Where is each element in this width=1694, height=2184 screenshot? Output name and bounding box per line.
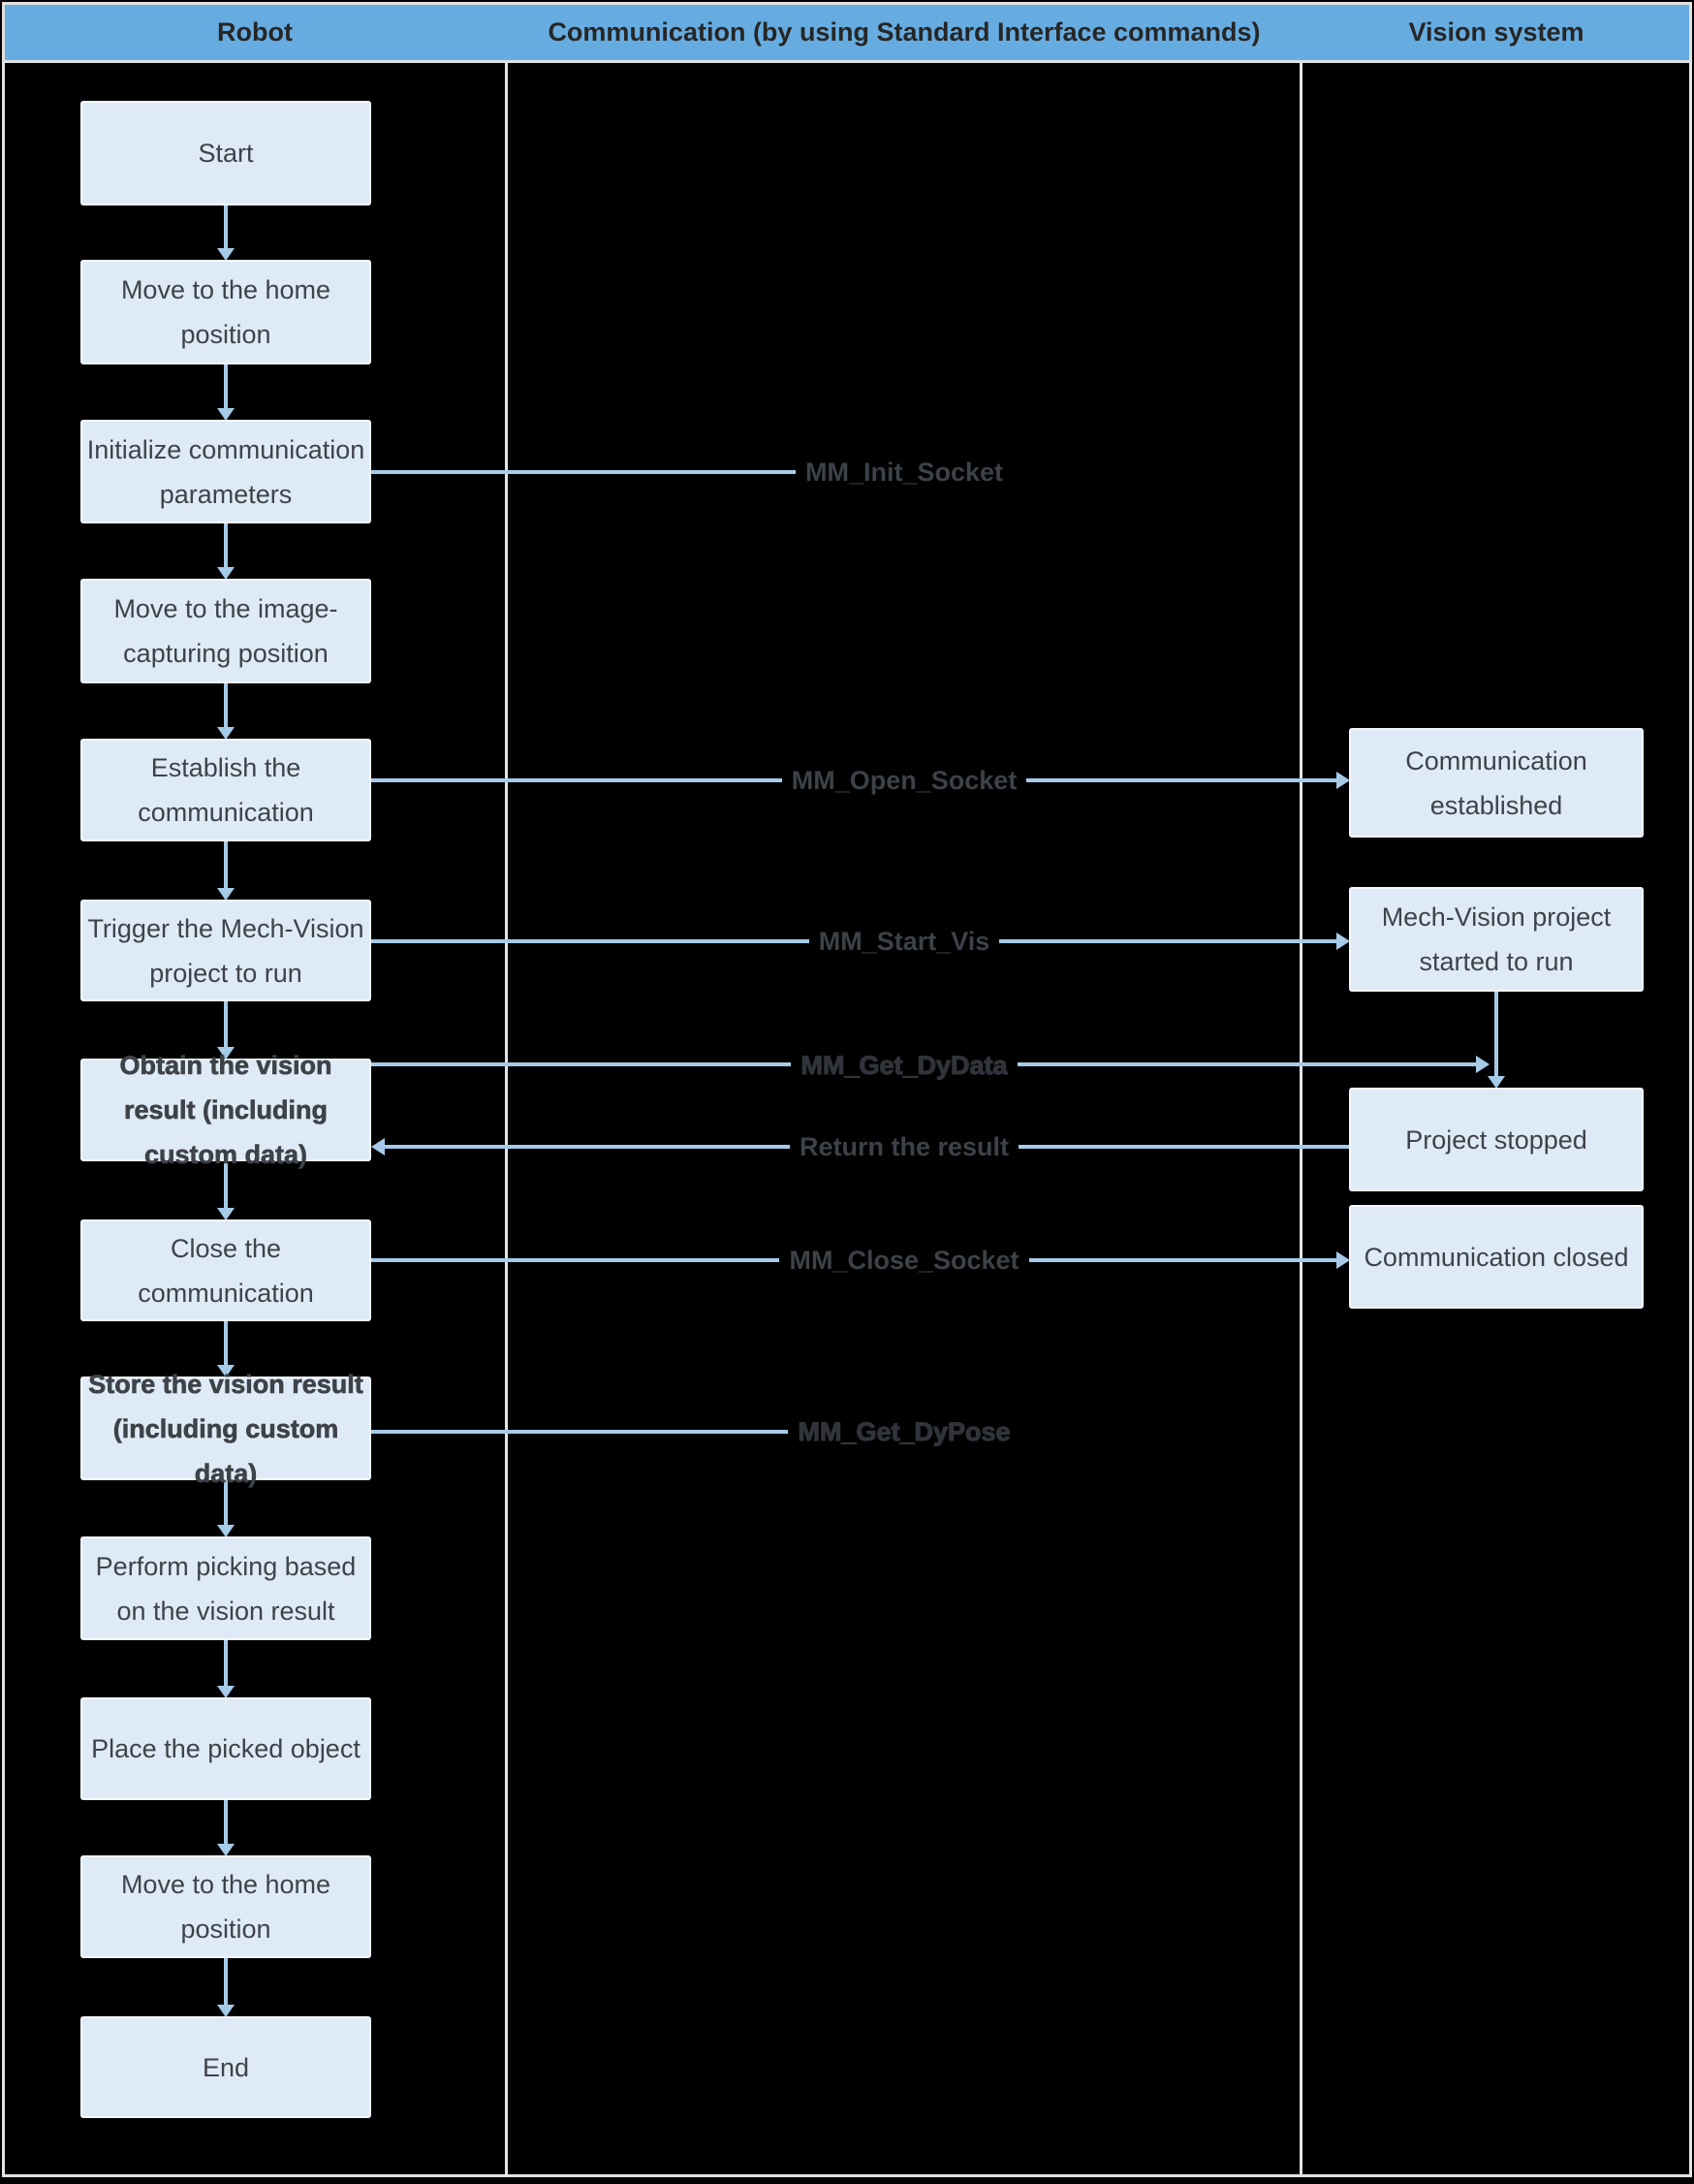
arrow-move-home-to-end: [224, 1958, 228, 2005]
arrow-trigger-to-obtain: [224, 1001, 228, 1047]
header-robot-label: Robot: [217, 17, 293, 47]
arrow-move-image-to-establish: [224, 683, 228, 727]
vision-box-communication-established: Communication established: [1349, 728, 1644, 838]
header-vision-system: Vision system: [1302, 2, 1691, 63]
frame-bottom-border: [2, 2174, 1692, 2177]
arrow-start-to-move-home: [224, 206, 228, 248]
arrow-move-home-to-initialize: [224, 364, 228, 408]
robot-step-obtain-vision-result: Obtain the vision result (including cust…: [80, 1051, 371, 1169]
robot-step-move-image-capturing: Move to the image-capturing position: [80, 579, 371, 683]
header-bar: [2, 2, 1692, 63]
robot-step-trigger-mech-vision: Trigger the Mech-Vision project to run: [80, 900, 371, 1001]
command-label-mm-start-vis: MM_Start_Vis: [613, 919, 1195, 964]
line-mm-init-socket: [371, 470, 904, 474]
arrow-store-to-perform: [224, 1480, 228, 1525]
vision-box-project-stopped: Project stopped: [1349, 1088, 1644, 1191]
command-label-mm-get-dypose: MM_Get_DyPose: [613, 1409, 1195, 1454]
header-communication-label: Communication (by using Standard Interfa…: [548, 17, 1261, 47]
command-label-return-the-result: Return the result: [613, 1124, 1195, 1169]
frame-left-border: [2, 2, 5, 2177]
robot-step-place-picked-object: Place the picked object: [80, 1697, 371, 1800]
vision-box-project-started: Mech-Vision project started to run: [1349, 887, 1644, 992]
arrow-obtain-to-close: [224, 1161, 228, 1208]
header-vision-system-label: Vision system: [1408, 17, 1584, 47]
header-communication: Communication (by using Standard Interfa…: [507, 2, 1302, 63]
robot-step-move-home-1: Move to the home position: [80, 260, 371, 364]
robot-step-end: End: [80, 2016, 371, 2118]
frame-right-border: [1689, 2, 1692, 2177]
header-robot: Robot: [3, 2, 507, 63]
arrow-perform-to-place: [224, 1640, 228, 1686]
robot-step-initialize-communication: Initialize communication parameters: [80, 420, 371, 523]
arrow-initialize-to-move-image: [224, 523, 228, 567]
robot-step-perform-picking: Perform picking based on the vision resu…: [80, 1536, 371, 1640]
arrow-establish-to-trigger: [224, 841, 228, 888]
command-label-mm-open-socket: MM_Open_Socket: [613, 758, 1195, 803]
arrow-project-started-to-project-stopped: [1494, 992, 1498, 1076]
lane-divider-robot-communication: [505, 2, 508, 2177]
command-label-mm-close-socket: MM_Close_Socket: [613, 1238, 1195, 1282]
robot-step-store-vision-result: Store the vision result (including custo…: [80, 1369, 371, 1488]
robot-step-start: Start: [80, 101, 371, 206]
command-label-mm-init-socket: MM_Init_Socket: [613, 450, 1195, 494]
robot-step-close-communication: Close the communication: [80, 1219, 371, 1321]
arrow-close-to-store: [224, 1321, 228, 1365]
arrow-place-to-move-home: [224, 1800, 228, 1844]
vision-box-communication-closed: Communication closed: [1349, 1205, 1644, 1309]
line-mm-get-dypose: [371, 1430, 904, 1434]
command-label-mm-get-dydata: MM_Get_DyData: [613, 1043, 1195, 1088]
robot-step-move-home-2: Move to the home position: [80, 1855, 371, 1958]
lane-divider-communication-vision: [1300, 2, 1302, 2177]
robot-step-establish-communication: Establish the communication: [80, 739, 371, 841]
